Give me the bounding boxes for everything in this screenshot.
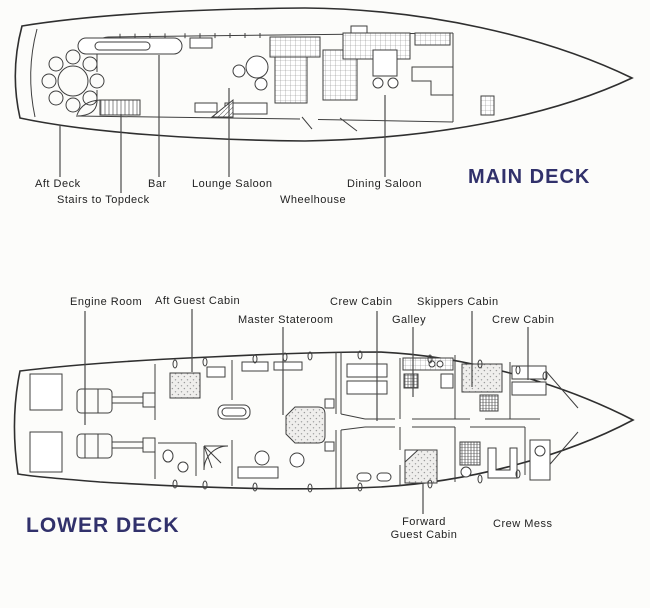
spiral-stairs	[203, 445, 229, 471]
crew-cabin-aft-furniture	[346, 363, 392, 482]
label-skippers-cabin: Skippers Cabin	[417, 296, 499, 308]
main-deck-hull-outline	[14, 7, 634, 142]
aft-guest-cabin-furniture	[158, 360, 233, 486]
master-stateroom-furniture	[217, 361, 335, 479]
label-forward-guest-cabin: Forward Guest Cabin	[390, 516, 458, 541]
label-aft-guest-cabin: Aft Guest Cabin	[155, 295, 241, 307]
main-deck-leader-lines	[59, 55, 386, 193]
lounge-saloon-furniture	[189, 36, 321, 118]
crew-mess-furniture	[459, 439, 551, 481]
label-galley: Galley	[392, 314, 427, 326]
wheelhouse-and-dining-furniture	[301, 25, 495, 132]
porthole-windows	[172, 350, 548, 493]
label-bar: Bar	[148, 178, 167, 190]
label-wheelhouse: Wheelhouse	[280, 194, 347, 206]
main-deck-plan	[14, 7, 634, 193]
label-crew-cabin-aft: Crew Cabin	[330, 296, 393, 308]
label-crew-mess: Crew Mess	[493, 518, 553, 530]
main-deck-title: MAIN DECK	[468, 166, 591, 188]
engine-room-equipment	[29, 364, 156, 479]
label-crew-cabin-forward: Crew Cabin	[492, 314, 555, 326]
stairs-to-topdeck-stairs	[76, 99, 141, 116]
skippers-cabin-furniture	[461, 363, 503, 412]
lower-deck-hull-outline	[13, 351, 635, 490]
galley-furniture	[402, 357, 454, 389]
label-aft-deck: Aft Deck	[35, 178, 81, 190]
aft-deck-table-and-chairs	[41, 49, 105, 113]
label-lounge-saloon: Lounge Saloon	[192, 178, 273, 190]
midship-bulkhead	[335, 352, 540, 489]
lower-deck-leader-lines	[84, 309, 529, 514]
lower-deck-plan	[13, 309, 635, 514]
lower-deck-title: LOWER DECK	[26, 514, 180, 537]
main-deck-stern-bulwark	[30, 28, 38, 118]
label-dining-saloon: Dining Saloon	[347, 178, 422, 190]
bar-counter	[77, 37, 183, 55]
label-stairs-to-topdeck: Stairs to Topdeck	[57, 194, 150, 206]
label-engine-room: Engine Room	[70, 296, 143, 308]
forward-guest-cabin-furniture	[404, 449, 438, 484]
label-master-stateroom: Master Stateroom	[238, 314, 334, 326]
main-deck-superstructure	[75, 32, 454, 123]
crew-cabin-forward-furniture	[511, 365, 547, 396]
